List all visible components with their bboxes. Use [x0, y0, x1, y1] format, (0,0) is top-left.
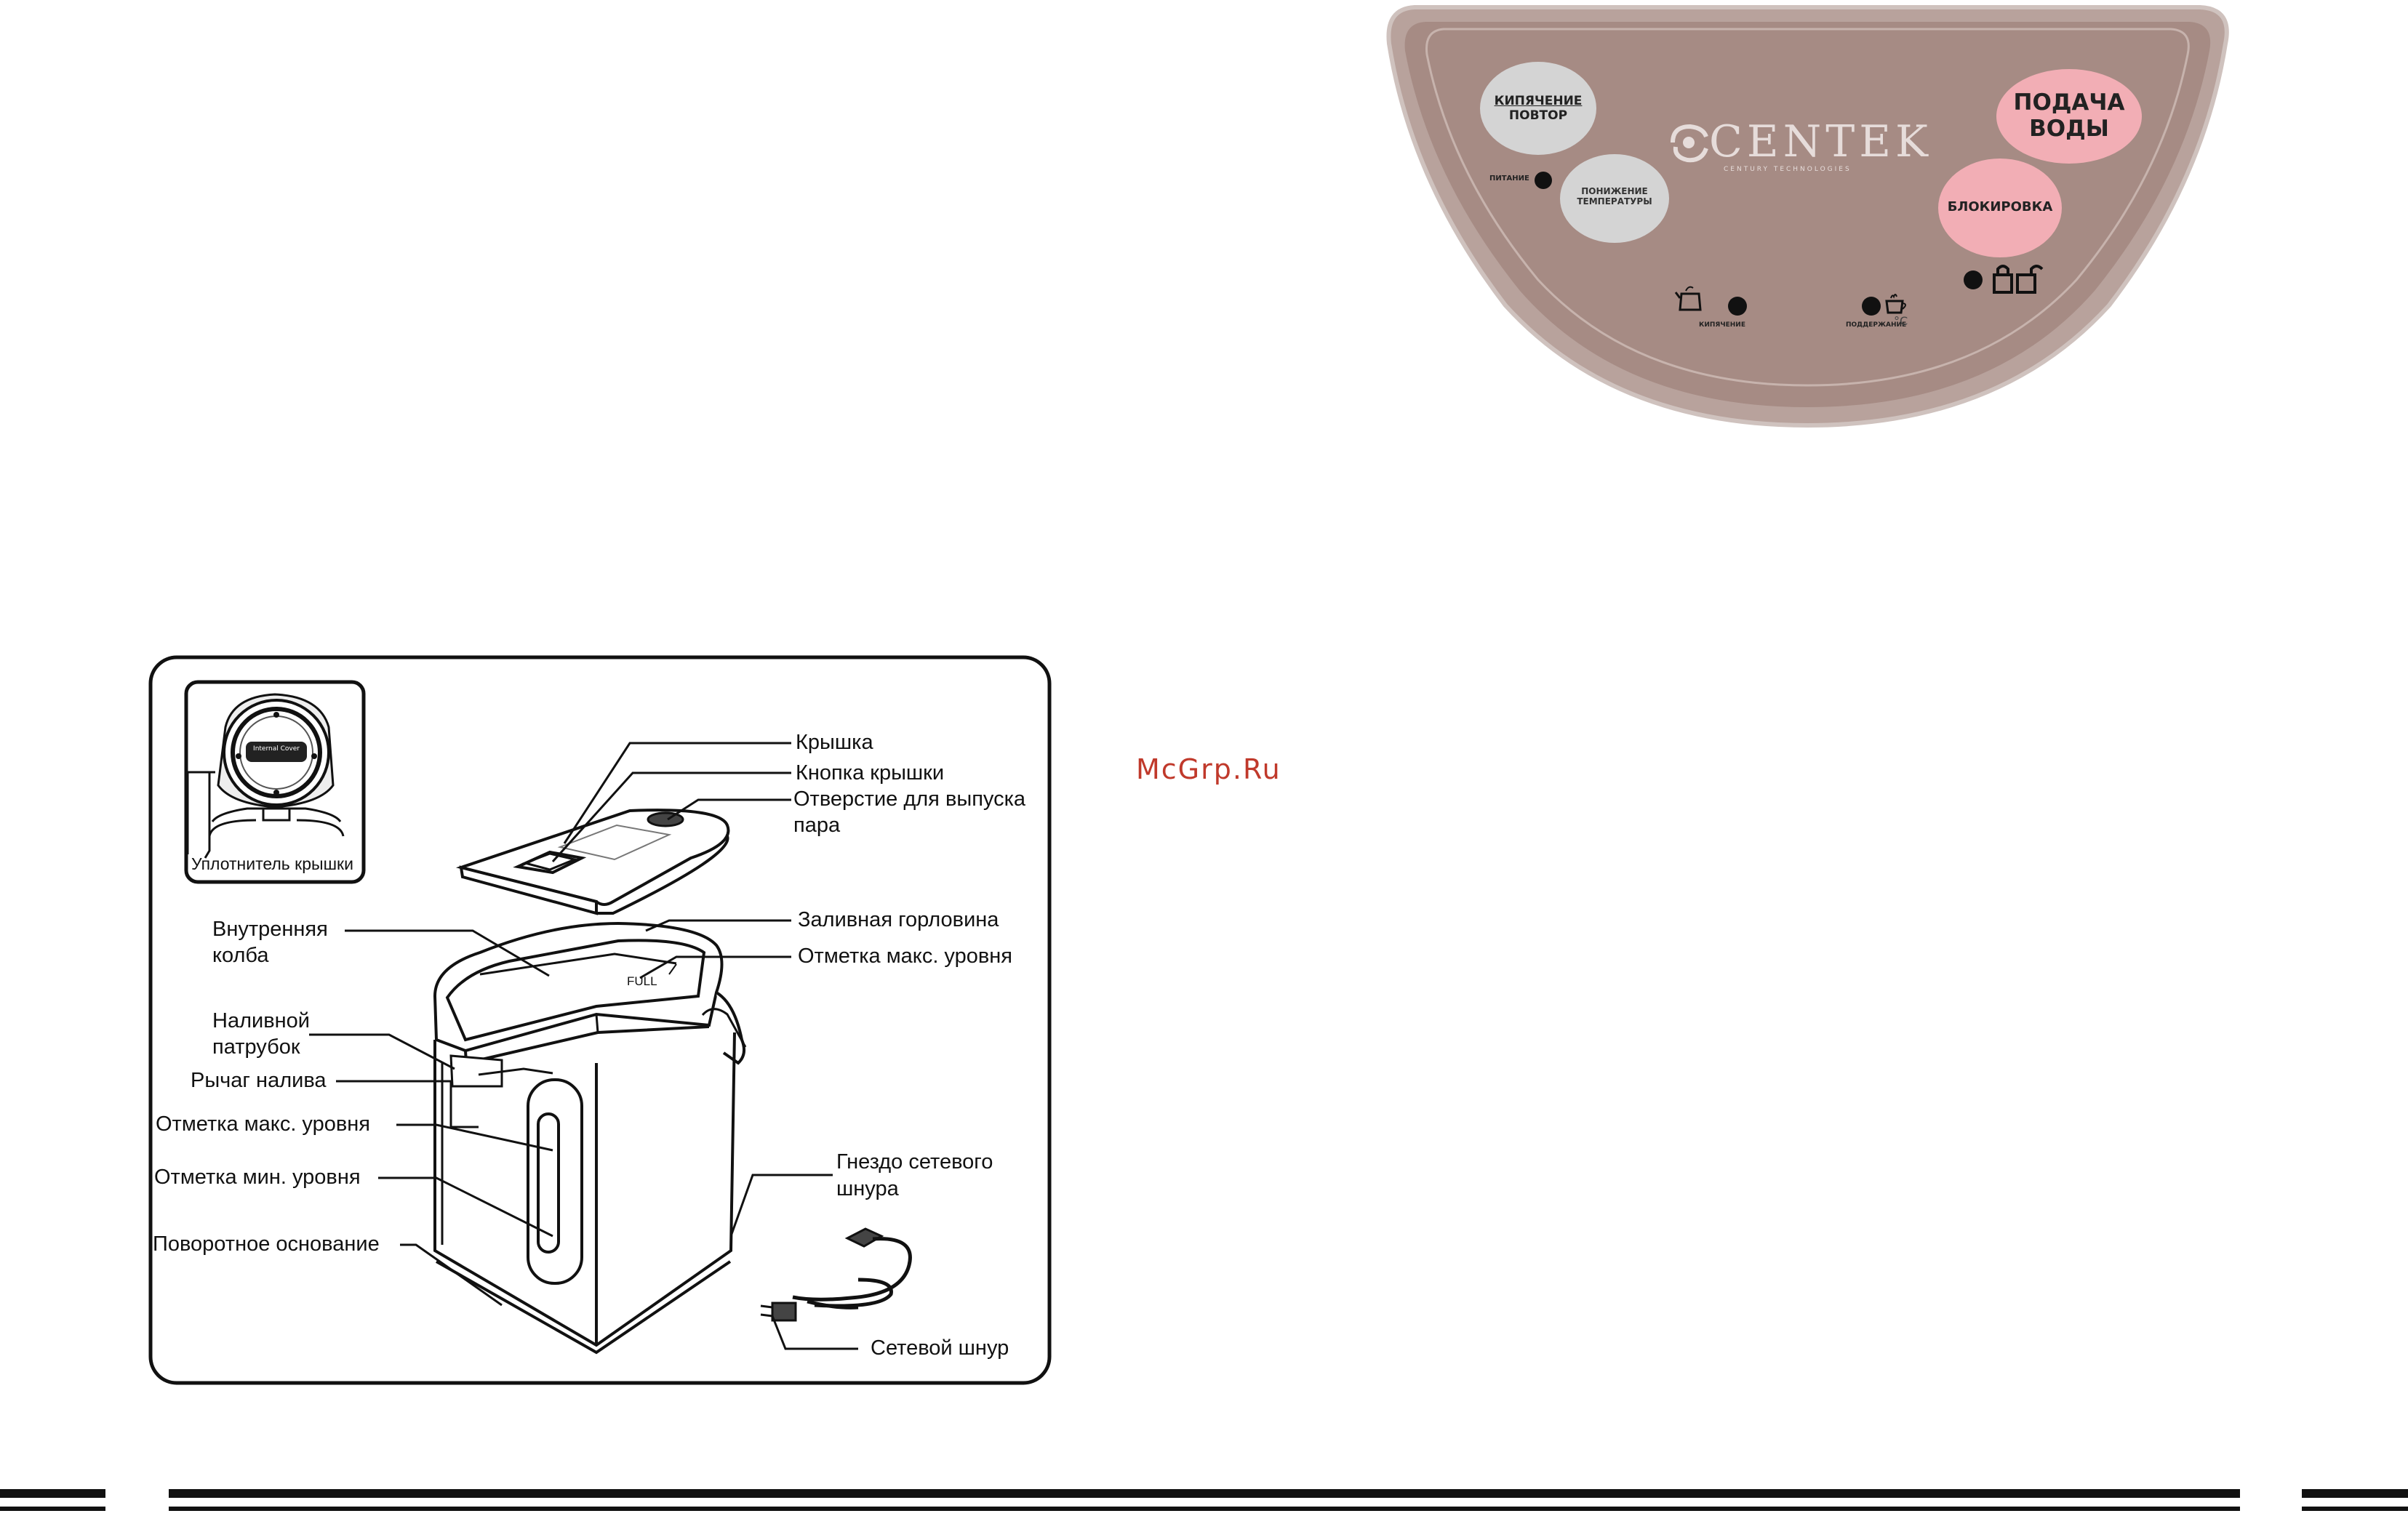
lock-button[interactable]: БЛОКИРОВКА	[1938, 159, 2062, 257]
brand-swirl-icon	[1671, 124, 1708, 163]
kettle-icon	[1674, 286, 1702, 311]
control-panel: КИПЯЧЕНИЕ ПОВТОР ПИТАНИЕ ПОНИЖЕНИЕ ТЕМПЕ…	[1375, 0, 2240, 436]
label-max-level: Отметка макс. уровня	[156, 1112, 370, 1136]
inset-frame	[184, 680, 366, 884]
lower-temperature-button[interactable]: ПОНИЖЕНИЕ ТЕМПЕРАТУРЫ	[1560, 154, 1669, 243]
label-filler-neck: Заливная горловина	[798, 908, 999, 931]
lower-temperature-label-1: ПОНИЖЕНИЕ	[1581, 186, 1648, 196]
lock-icon	[1993, 265, 2044, 294]
keep-warm-unit: °C	[1894, 314, 1908, 328]
label-swivel-base: Поворотное основание	[153, 1232, 380, 1256]
label-inner-flask-1: Внутренняя	[212, 918, 328, 941]
boil-repeat-label-2: ПОВТОР	[1508, 108, 1568, 123]
page-rules	[0, 1489, 2408, 1511]
lower-temperature-label-2: ТЕМПЕРАТУРЫ	[1577, 196, 1652, 206]
cup-icon	[1885, 294, 1906, 314]
boil-repeat-button[interactable]: КИПЯЧЕНИЕ ПОВТОР	[1480, 62, 1596, 155]
label-steam-vent-2: пара	[793, 814, 841, 837]
keep-warm-indicator-label: ПОДДЕРЖАНИЕ	[1846, 321, 1907, 329]
boil-indicator-label: КИПЯЧЕНИЕ	[1699, 321, 1745, 329]
leader-lines	[186, 742, 858, 1350]
diagram-frame	[148, 655, 1052, 1385]
brand-logo: CENTEK CENTURY TECHNOLOGIES	[1665, 116, 1928, 175]
brand-tagline: CENTURY TECHNOLOGIES	[1724, 166, 1852, 173]
label-max-level-top: Отметка макс. уровня	[798, 945, 1012, 968]
power-indicator-light	[1535, 172, 1552, 189]
brand-name: CENTEK	[1709, 116, 1932, 167]
inset-label: Уплотнитель крышки	[191, 854, 353, 873]
label-lid-button: Кнопка крышки	[796, 761, 945, 785]
lid-drawing	[455, 809, 730, 915]
lock-indicator-light	[1964, 270, 1983, 289]
water-supply-label-2: ВОДЫ	[2029, 116, 2109, 142]
label-pour-lever: Рычаг налива	[191, 1069, 327, 1092]
inset-cover-text: Internal Cover	[253, 745, 300, 753]
label-spout-1: Наливной	[212, 1009, 310, 1032]
label-socket-2: шнура	[836, 1177, 899, 1200]
power-cord-drawing	[760, 1227, 912, 1322]
label-cord: Сетевой шнур	[871, 1336, 1009, 1360]
inset-cover-drawing	[204, 693, 345, 859]
label-lid: Крышка	[796, 731, 873, 754]
water-supply-button[interactable]: ПОДАЧА ВОДЫ	[1996, 69, 2142, 164]
watermark: McGrp.Ru	[1136, 753, 1281, 785]
power-indicator-label: ПИТАНИЕ	[1489, 175, 1529, 183]
water-supply-label-1: ПОДАЧА	[2013, 89, 2125, 116]
full-mark: FULL	[627, 974, 657, 988]
lock-label: БЛОКИРОВКА	[1947, 199, 2053, 214]
label-socket-1: Гнездо сетевого	[836, 1150, 993, 1174]
label-inner-flask-2: колба	[212, 944, 269, 967]
label-spout-2: патрубок	[212, 1035, 300, 1059]
boil-repeat-label-1: КИПЯЧЕНИЕ	[1494, 94, 1583, 108]
boil-indicator-light	[1728, 297, 1747, 316]
thermopot-body-drawing	[433, 921, 747, 1355]
label-steam-vent-1: Отверстие для выпуска	[793, 787, 1026, 811]
keep-warm-indicator-light	[1862, 297, 1881, 316]
label-min-level: Отметка мин. уровня	[154, 1166, 361, 1189]
